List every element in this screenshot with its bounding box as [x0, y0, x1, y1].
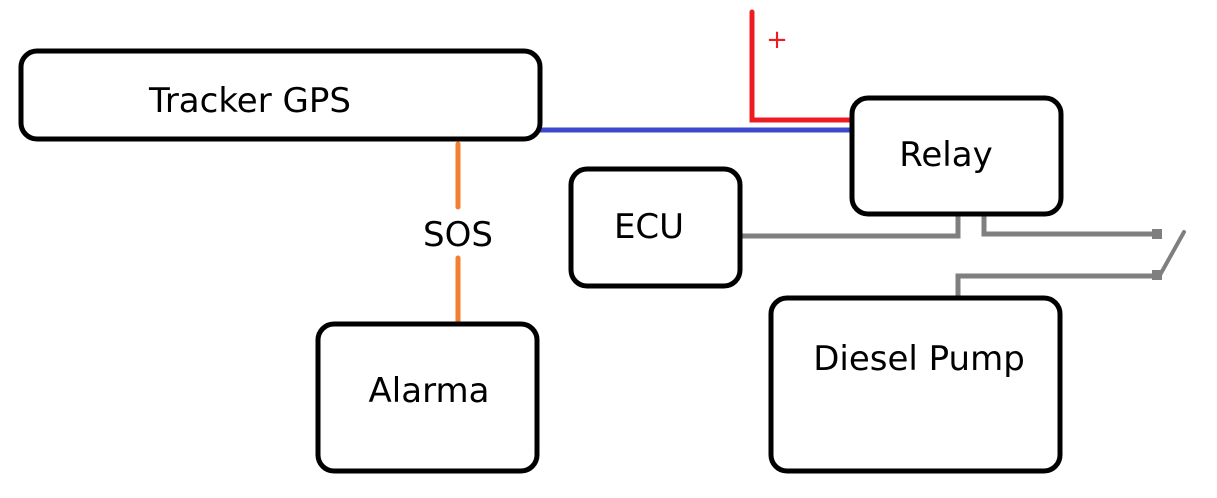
diesel-pump-label: Diesel Pump [813, 339, 1025, 379]
relay-node[interactable]: Relay [849, 95, 1064, 217]
tracker-gps-label: Tracker GPS [148, 81, 351, 121]
switch-lever [1158, 230, 1186, 277]
sos-label: SOS [423, 215, 493, 255]
diesel-pump-node[interactable]: Diesel Pump [768, 295, 1063, 474]
positive-wire [749, 9, 856, 123]
ecu-relay-wire [738, 214, 961, 239]
alarma-label: Alarma [369, 371, 490, 411]
positive-label: + [766, 25, 788, 55]
alarma-node[interactable]: Alarma [315, 321, 540, 474]
switch-terminal-top [1152, 229, 1162, 239]
tracker-gps-node[interactable]: Tracker GPS [18, 48, 543, 142]
relay-label: Relay [899, 135, 992, 175]
ecu-label: ECU [614, 207, 684, 247]
relay-switch-wire [981, 214, 1160, 237]
ecu-node[interactable]: ECU [568, 166, 743, 289]
switch-pump-wire [955, 273, 1160, 299]
